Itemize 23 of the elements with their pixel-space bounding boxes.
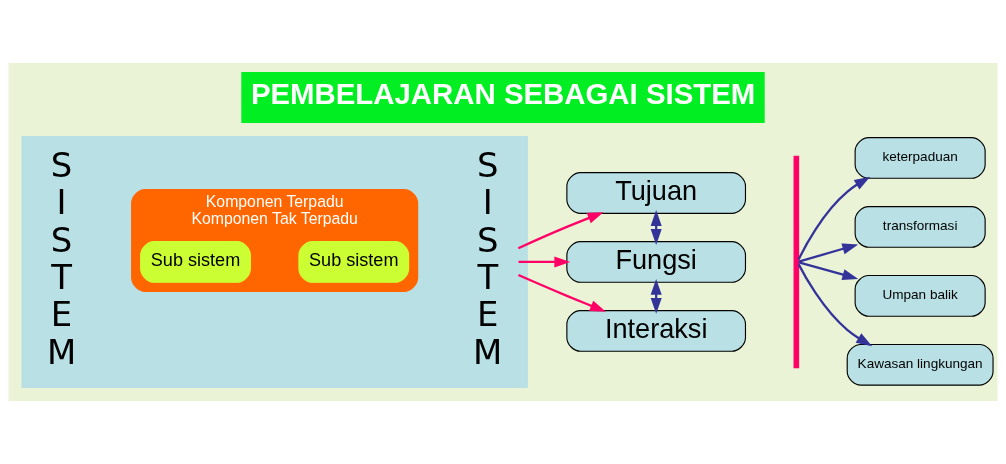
node-box: Interaksi <box>566 310 747 352</box>
node-box: transformasi <box>854 206 986 248</box>
node-box: Fungsi <box>566 241 747 283</box>
arrow <box>797 263 873 347</box>
node-box: keterpaduan <box>854 137 986 179</box>
node-box: Sub sistem <box>298 241 410 283</box>
node-text: S I S T E M <box>46 146 77 372</box>
cluster <box>21 135 528 388</box>
node-brace <box>793 155 800 369</box>
arrow <box>798 243 859 263</box>
arrow <box>650 210 662 245</box>
node-box: Sub sistem <box>140 241 251 283</box>
node-box: Umpan balik <box>854 274 986 317</box>
arrow <box>517 212 604 250</box>
node-box: Tujuan <box>566 172 747 214</box>
arrow <box>797 176 871 260</box>
arrow <box>517 274 606 312</box>
arrow <box>650 279 662 314</box>
node-text: S I S T E M <box>473 146 503 372</box>
arrow <box>798 261 859 280</box>
diagram-title: PEMBELAJARAN SEBAGAI SISTEM <box>250 77 756 111</box>
arrow <box>518 256 571 268</box>
node-box: Kawasan lingkungan <box>846 343 994 386</box>
